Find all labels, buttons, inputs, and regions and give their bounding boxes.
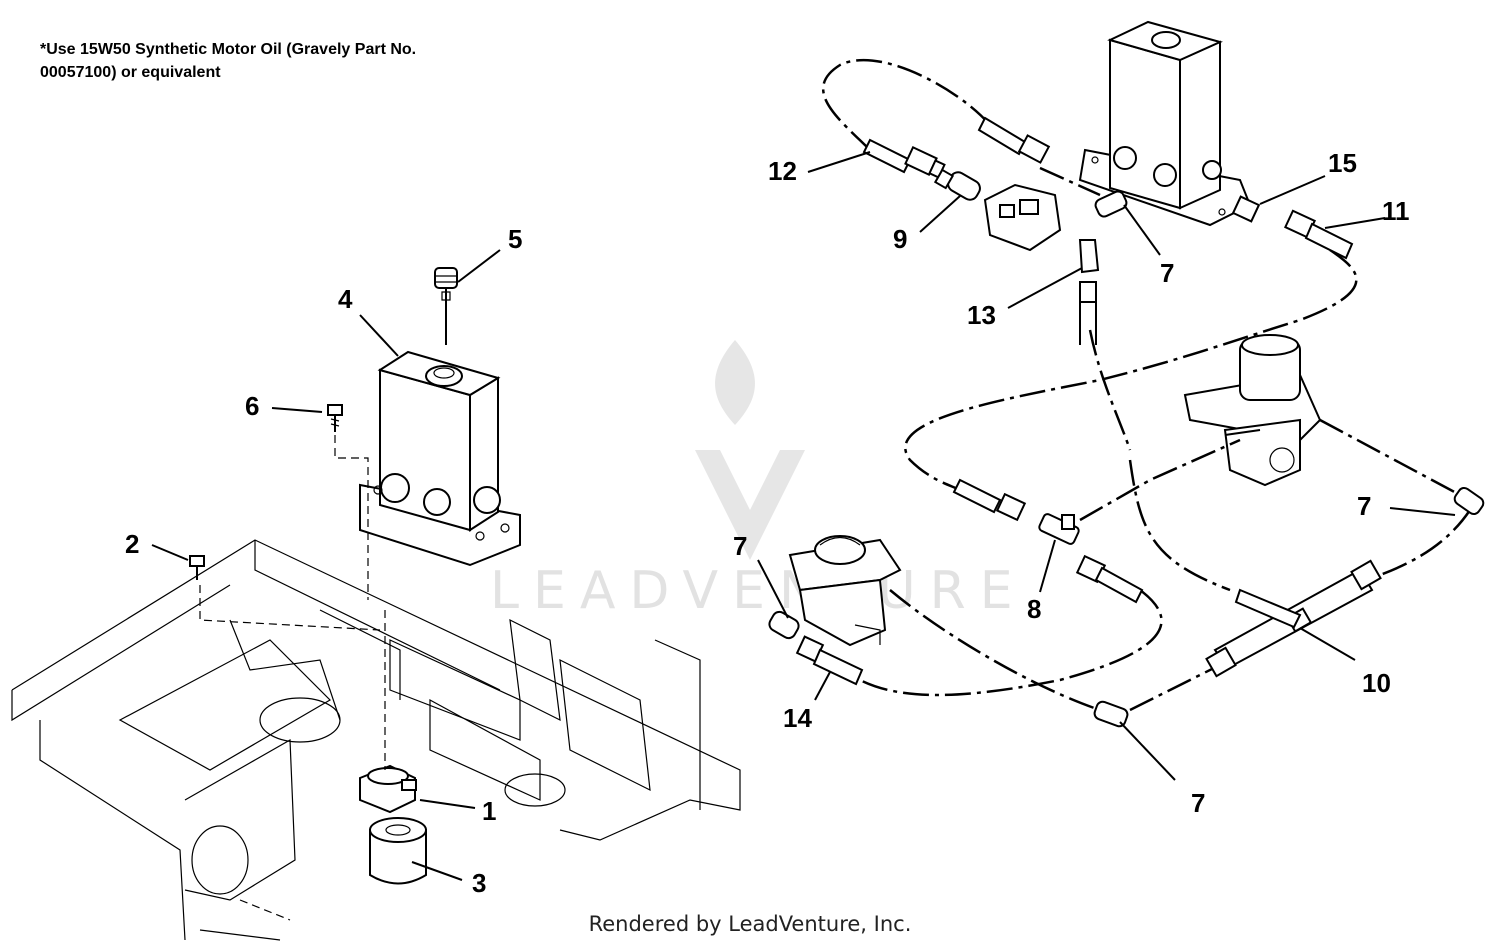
bolt-6	[327, 404, 343, 432]
callout-5: 5	[508, 224, 522, 254]
callout-10: 10	[1362, 668, 1391, 698]
callout-11: 11	[1382, 196, 1410, 226]
elbow-fitting-7-bottom	[1093, 700, 1129, 728]
hose-end-14	[795, 635, 864, 686]
filter-head	[359, 764, 417, 814]
elbow-fitting-13	[1078, 239, 1100, 345]
hose-end-top	[977, 116, 1051, 164]
callout-6: 6	[245, 391, 259, 421]
assembly-line-bolt-2	[199, 585, 381, 631]
callout-8: 8	[1027, 594, 1041, 624]
callout-3: 3	[472, 868, 486, 898]
hose-lines	[822, 58, 1472, 712]
callout-7-left: 7	[733, 531, 747, 561]
assembly-line-bolt-6	[334, 435, 369, 600]
footer-credit: Rendered by LeadVenture, Inc.	[588, 912, 912, 936]
callout-labels: 1 2 3 4 5 6 7 7 7 7 8 9 10 11 12 13 14 1…	[125, 148, 1410, 898]
flame-v-logo	[695, 340, 805, 560]
elbow-fitting-7-top	[1094, 190, 1128, 218]
hose-end-12	[862, 138, 946, 179]
elbow-fitting-9	[933, 168, 981, 201]
callout-12: 12	[768, 156, 797, 186]
leader-lines	[151, 151, 1456, 881]
oil-note-line-1: *Use 15W50 Synthetic Motor Oil (Gravely …	[40, 41, 417, 58]
callout-4: 4	[338, 284, 353, 314]
hydraulic-pump	[1183, 334, 1322, 487]
wheel-motor	[788, 535, 902, 647]
oil-reservoir-right	[1078, 20, 1252, 227]
oil-note: *Use 15W50 Synthetic Motor Oil (Gravely …	[40, 38, 560, 84]
dipstick	[434, 267, 458, 345]
callout-13: 13	[967, 300, 996, 330]
oil-filter	[369, 817, 427, 885]
hose-end-11	[1283, 209, 1354, 260]
tee-fitting-8	[1038, 513, 1080, 545]
callout-15: 15	[1328, 148, 1357, 178]
callout-14: 14	[783, 703, 812, 733]
callout-1: 1	[482, 796, 496, 826]
callout-7-top: 7	[1160, 258, 1174, 288]
fitting-15	[1231, 195, 1261, 223]
hose-end-8-lower	[1075, 554, 1144, 604]
watermark: LEADVENTURE	[490, 340, 1027, 621]
elbow-fitting-7-left	[768, 610, 800, 640]
oil-reservoir-left	[359, 350, 521, 567]
hose-end-mid	[952, 478, 1027, 522]
callout-7-bottom: 7	[1191, 788, 1205, 818]
oil-note-line-2: 00057100) or equivalent	[40, 64, 221, 81]
bolt-2	[189, 555, 205, 580]
callout-9: 9	[893, 224, 907, 254]
chassis-frame	[11, 539, 741, 941]
filter-head-right	[983, 183, 1062, 252]
tee-fitting-10	[1205, 559, 1382, 678]
callout-2: 2	[125, 529, 139, 559]
elbow-fitting-7-right	[1453, 486, 1485, 516]
callout-7-right: 7	[1357, 491, 1371, 521]
watermark-text: LEADVENTURE	[490, 561, 1027, 621]
